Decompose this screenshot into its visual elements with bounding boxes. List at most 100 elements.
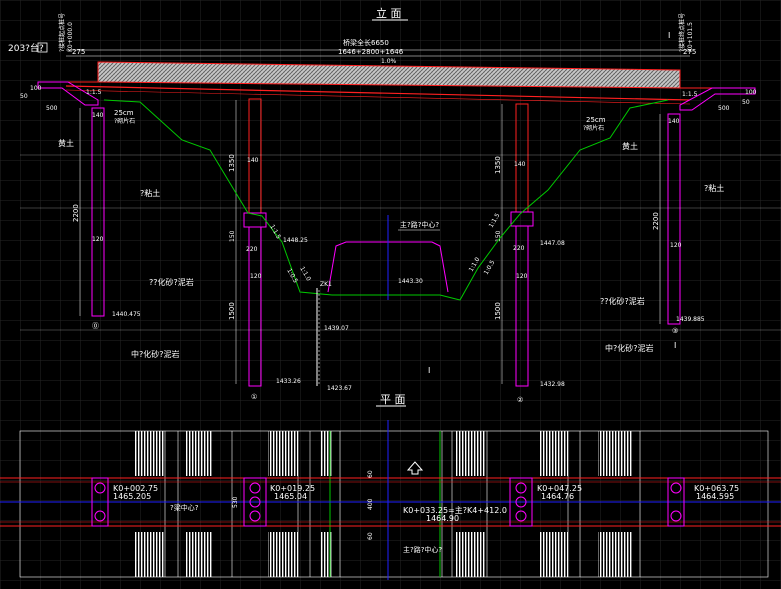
svg-text:K0+000.0: K0+000.0 xyxy=(67,22,74,52)
svg-text:1448.25: 1448.25 xyxy=(283,237,308,244)
svg-text:530: 530 xyxy=(232,496,239,508)
pier-2-label: ② xyxy=(517,396,523,404)
svg-text:400: 400 xyxy=(367,498,374,510)
road-center-label: 主?路?中心? xyxy=(400,220,439,229)
deck-slope: 1.0% xyxy=(381,58,397,65)
svg-text:100: 100 xyxy=(745,89,757,96)
svg-text:25cm: 25cm xyxy=(586,116,606,124)
soil-clay-left: ?粘土 xyxy=(140,188,160,198)
soil-mudstone-right: ??化砂?泥岩 xyxy=(600,296,645,306)
svg-text:1464.595: 1464.595 xyxy=(696,492,734,501)
svg-text:500: 500 xyxy=(46,105,58,112)
svg-text:1439.07: 1439.07 xyxy=(324,325,349,332)
svg-text:1464.90: 1464.90 xyxy=(426,514,459,523)
stake-e: K0+063.75 xyxy=(694,484,739,493)
svg-text:120: 120 xyxy=(250,273,262,280)
svg-text:1500: 1500 xyxy=(494,302,502,320)
svg-text:?接桩终点桩号: ?接桩终点桩号 xyxy=(678,13,686,52)
deck-total-length: 桥梁全长6650 xyxy=(343,38,389,47)
svg-text:1:1.5: 1:1.5 xyxy=(682,91,698,98)
svg-text:1350: 1350 xyxy=(228,154,236,172)
svg-text:60: 60 xyxy=(367,470,374,478)
svg-text:?砌片石: ?砌片石 xyxy=(114,117,135,125)
soil-clay-right: ?粘土 xyxy=(704,183,724,193)
svg-text:140: 140 xyxy=(668,118,680,125)
svg-text:2200: 2200 xyxy=(72,204,80,222)
svg-text:1423.67: 1423.67 xyxy=(327,385,352,392)
svg-text:I: I xyxy=(428,366,430,375)
left-stake-label: ?接桩起点桩号 K0+000.0 xyxy=(58,13,74,52)
pier-3-label: ③ xyxy=(672,327,678,335)
elevation-title: 立 面 xyxy=(376,6,402,20)
svg-text:1433.26: 1433.26 xyxy=(276,378,301,385)
svg-text:1350: 1350 xyxy=(494,156,502,174)
road-profile xyxy=(327,241,449,293)
left-abutment-pile xyxy=(91,107,105,317)
svg-text:1447.08: 1447.08 xyxy=(540,240,565,247)
svg-text:100: 100 xyxy=(30,85,42,92)
svg-text:150: 150 xyxy=(495,230,502,242)
svg-text:1465.04: 1465.04 xyxy=(274,492,307,501)
pier-0-label: ⓪ xyxy=(92,322,99,330)
right-abutment-cap xyxy=(679,87,756,111)
right-stake-label: ?接桩终点桩号 K0+101.5 xyxy=(678,13,694,52)
svg-text:2200: 2200 xyxy=(652,212,660,230)
road-center-plan-label: 主?路?中心? xyxy=(403,545,442,554)
stake-c: K0+033.25=主?K4+412.0 xyxy=(403,505,507,515)
svg-text:220: 220 xyxy=(513,245,525,252)
svg-text:1465.205: 1465.205 xyxy=(113,492,151,501)
deck-soffit xyxy=(65,85,691,101)
pier-1-pile xyxy=(248,226,262,387)
svg-text:?接桩起点桩号: ?接桩起点桩号 xyxy=(58,13,66,52)
span-arrangement: 1646+2800+1646 xyxy=(338,48,404,56)
pier-1-label: ① xyxy=(251,393,257,401)
svg-text:50: 50 xyxy=(742,99,750,106)
section-mark-bottom: I xyxy=(674,341,676,350)
svg-text:K0+101.5: K0+101.5 xyxy=(687,22,694,52)
svg-text:25cm: 25cm xyxy=(114,109,134,117)
section-mark-top: I xyxy=(668,31,670,40)
svg-text:140: 140 xyxy=(247,157,259,164)
plan-frame xyxy=(19,430,769,578)
svg-text:ZK1: ZK1 xyxy=(320,281,332,288)
svg-text:60: 60 xyxy=(367,532,374,540)
svg-text:220: 220 xyxy=(246,246,258,253)
svg-text:500: 500 xyxy=(718,105,730,112)
soil-mudstone-left: ??化砂?泥岩 xyxy=(149,277,194,287)
svg-text:1440.475: 1440.475 xyxy=(112,311,141,318)
left-endpoint-label: 203?台? xyxy=(8,42,44,54)
svg-text:50: 50 xyxy=(20,93,28,100)
svg-text:120: 120 xyxy=(670,242,682,249)
svg-text:1:1.5: 1:1.5 xyxy=(86,89,102,96)
stake-b: K0+019.25 xyxy=(270,484,315,493)
plan-title: 平 面 xyxy=(380,393,406,406)
svg-text:1464.76: 1464.76 xyxy=(541,492,574,501)
svg-text:120: 120 xyxy=(516,273,528,280)
left-abutment-cap xyxy=(37,81,99,106)
svg-text:1500: 1500 xyxy=(228,302,236,320)
svg-text:120: 120 xyxy=(92,236,104,243)
svg-text:1443.30: 1443.30 xyxy=(398,278,423,285)
svg-text:1432.98: 1432.98 xyxy=(540,381,565,388)
svg-text:140: 140 xyxy=(514,161,526,168)
terrain-right xyxy=(332,99,669,301)
pier-2-pile xyxy=(515,225,529,387)
bridge-center-plan-label: ?梁中心? xyxy=(170,503,199,512)
soil-loess-left: 黄土 xyxy=(58,138,74,148)
plan-view: 平 面 xyxy=(0,393,781,580)
soil-mid-mudstone-left: 中?化砂?泥岩 xyxy=(131,349,180,359)
svg-text:275: 275 xyxy=(72,48,85,56)
terrain-left xyxy=(103,99,333,296)
right-abutment-pile xyxy=(667,113,681,325)
soil-loess-right: 黄土 xyxy=(622,141,638,151)
svg-text:150: 150 xyxy=(229,230,236,242)
svg-text:140: 140 xyxy=(92,112,104,119)
stake-d: K0+047.25 xyxy=(537,484,582,493)
svg-text:?砌片石: ?砌片石 xyxy=(583,124,604,132)
svg-text:1439.885: 1439.885 xyxy=(676,316,705,323)
svg-text:275: 275 xyxy=(683,48,696,56)
soil-mid-mudstone-right: 中?化砂?泥岩 xyxy=(605,343,654,353)
stake-a: K0+002.75 xyxy=(113,484,158,493)
north-arrow-icon xyxy=(406,461,424,475)
